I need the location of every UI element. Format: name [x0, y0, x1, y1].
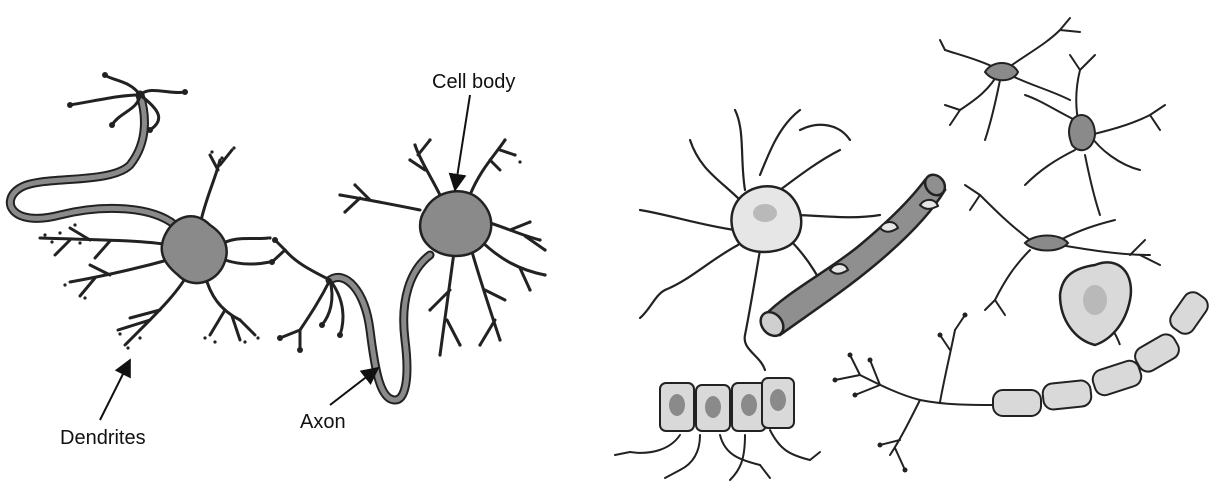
myelinated-neuron-dendrites [835, 315, 995, 470]
middle-neuron-cell-body [420, 191, 491, 256]
astrocyte-nucleus [753, 204, 777, 222]
small-neurons [940, 18, 1165, 315]
middle-neuron-axon-terminals [272, 240, 343, 350]
label-dendrites: Dendrites [60, 427, 146, 449]
label-dendrites-group: Dendrites [60, 360, 146, 449]
label-cell-body: Cell body [432, 71, 515, 93]
myelinated-neuron-nucleus [1083, 285, 1107, 315]
middle-neuron [269, 138, 547, 400]
left-neuron-axon [10, 95, 175, 225]
small-neuron-2-body [1069, 115, 1095, 150]
label-axon-group: Axon [300, 368, 378, 433]
left-neuron-axon-terminals [70, 75, 185, 130]
left-neuron [10, 72, 273, 350]
dendrites-arrow [100, 360, 130, 420]
cell-body-arrow [455, 95, 470, 190]
epithelial-cells [615, 378, 820, 480]
axon-arrow [330, 368, 378, 405]
left-neuron-cell-body [162, 216, 227, 283]
small-neuron-3-body [1025, 236, 1068, 251]
label-cell-body-group: Cell body [432, 71, 515, 190]
myelinated-neuron [833, 262, 1210, 472]
astrocyte-with-vessel [640, 110, 949, 370]
small-neuron-1-body [985, 63, 1018, 80]
label-axon: Axon [300, 411, 346, 433]
